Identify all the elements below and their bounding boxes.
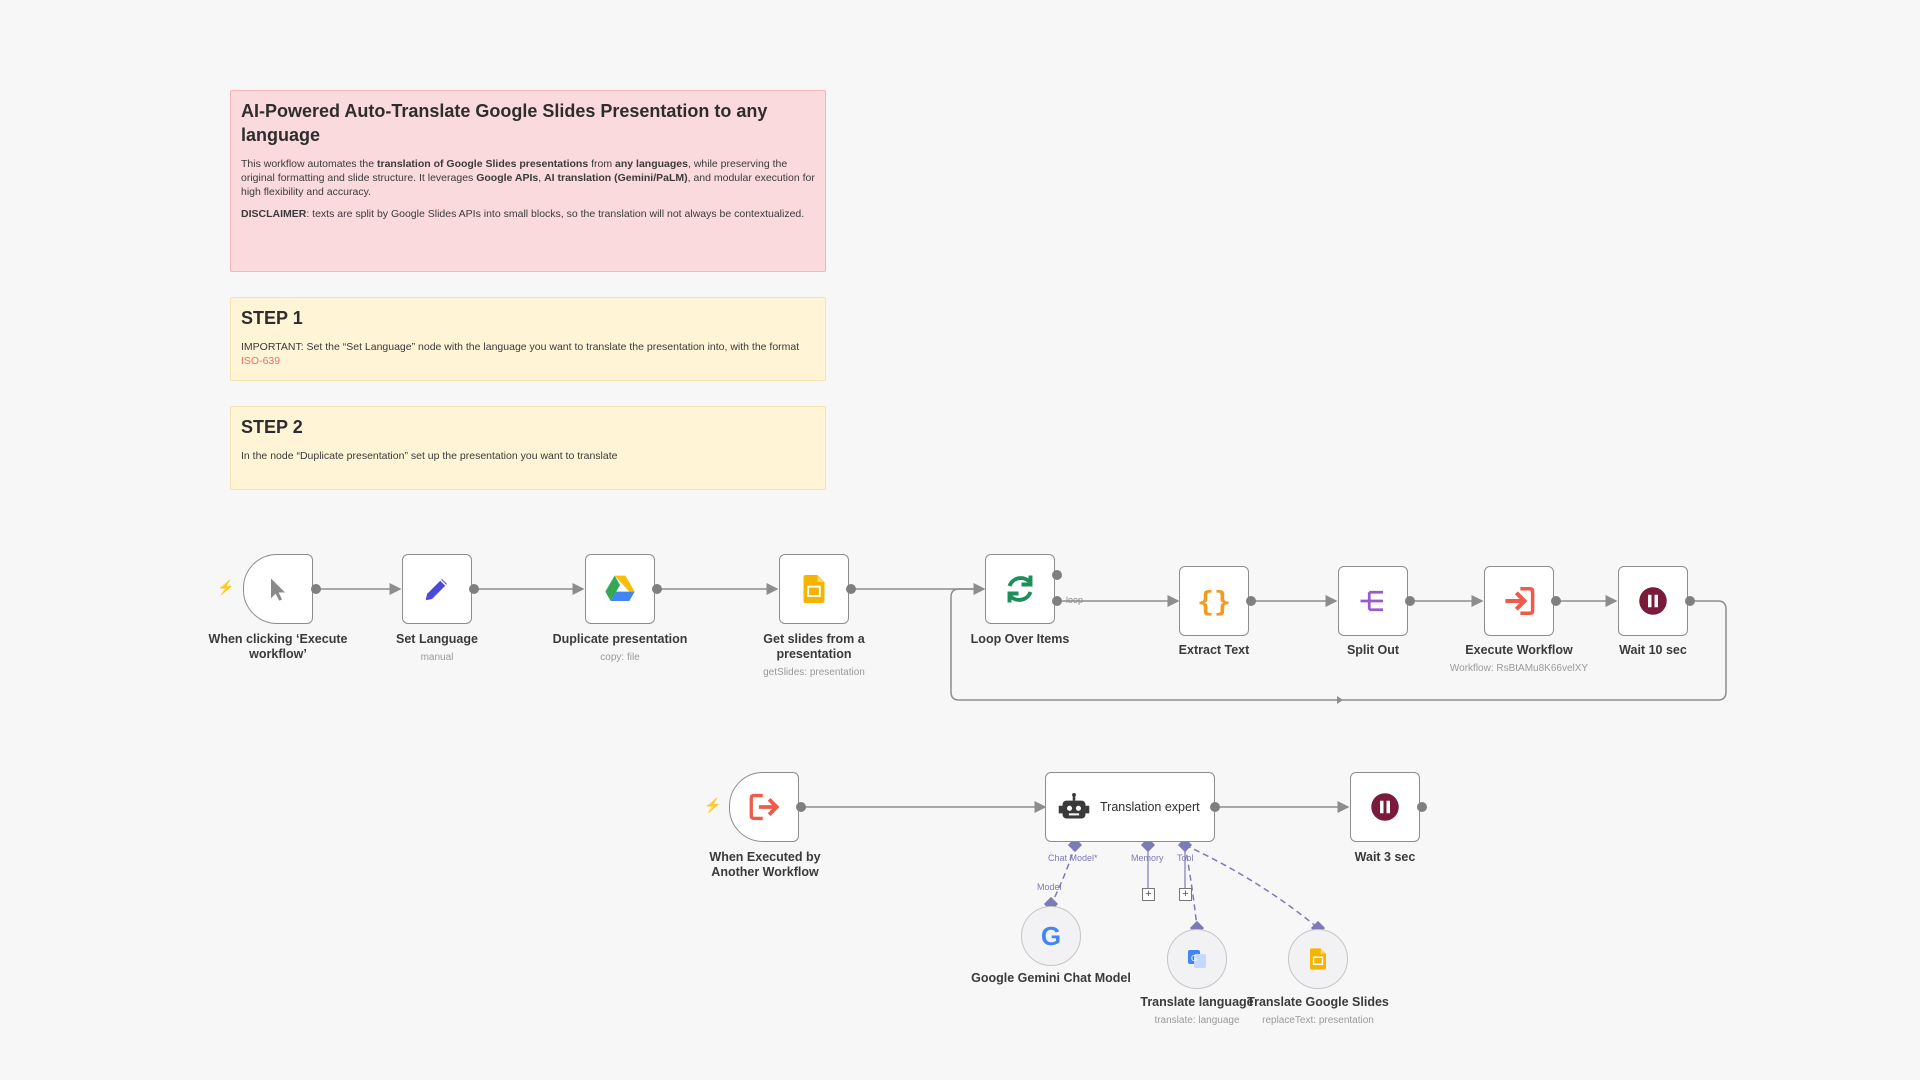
workflow-trigger-icon xyxy=(749,793,780,821)
loop-icon xyxy=(1007,575,1033,603)
node-translation-expert[interactable]: Translation expert xyxy=(1045,772,1215,842)
node-wait-10-sec[interactable] xyxy=(1618,566,1688,636)
google-slides-icon xyxy=(1310,948,1326,970)
node-manual-trigger[interactable] xyxy=(243,554,313,624)
output-port[interactable] xyxy=(1685,596,1695,606)
node-label: Translation expert xyxy=(1100,799,1200,814)
output-port[interactable] xyxy=(469,584,479,594)
ai-edge-tool-translate xyxy=(1184,844,1198,929)
robot-icon xyxy=(1058,793,1090,819)
note-title: STEP 2 xyxy=(241,417,303,437)
sticky-note-step1[interactable]: STEP 1 IMPORTANT: Set the “Set Language”… xyxy=(230,297,826,381)
chat-model-port-label: Chat Model* xyxy=(1048,853,1098,863)
node-label: Loop Over Items xyxy=(970,632,1070,646)
split-icon xyxy=(1360,590,1383,612)
memory-port-label: Memory xyxy=(1131,853,1164,863)
loop-output-port[interactable] xyxy=(1052,596,1062,606)
svg-text:G: G xyxy=(1191,954,1197,963)
trigger-bolt-icon: ⚡ xyxy=(704,797,722,813)
loop-output-label: loop xyxy=(1066,595,1084,605)
node-label: Split Out xyxy=(1346,643,1400,657)
note-paragraph: This workflow automates the translation … xyxy=(241,158,815,198)
pause-icon xyxy=(1639,587,1667,615)
sticky-note-step2[interactable]: STEP 2 In the node “Duplicate presentati… xyxy=(230,406,826,490)
node-get-slides[interactable] xyxy=(779,554,849,624)
node-translate-google-slides[interactable] xyxy=(1288,929,1348,989)
node-split-out[interactable] xyxy=(1338,566,1408,636)
node-label: When Executed by Another Workflow xyxy=(709,850,821,879)
note-paragraph: In the node “Duplicate presentation” set… xyxy=(241,450,618,462)
output-port[interactable] xyxy=(1551,596,1561,606)
output-port[interactable] xyxy=(1246,596,1256,606)
node-label: When clicking ‘Execute workflow’ xyxy=(208,632,348,661)
node-translate-language[interactable]: G xyxy=(1167,929,1227,989)
node-executed-by-workflow-trigger[interactable] xyxy=(729,772,799,842)
node-loop-over-items[interactable] xyxy=(985,554,1055,624)
google-slides-icon xyxy=(803,575,825,603)
pause-icon xyxy=(1371,793,1399,821)
braces-icon: {} xyxy=(1197,584,1231,618)
output-port[interactable] xyxy=(846,584,856,594)
node-extract-text[interactable]: {} xyxy=(1179,566,1249,636)
node-execute-workflow[interactable] xyxy=(1484,566,1554,636)
sticky-note-intro[interactable]: AI-Powered Auto-Translate Google Slides … xyxy=(230,90,826,272)
note-paragraph: IMPORTANT: Set the “Set Language” node w… xyxy=(241,341,800,367)
execute-workflow-icon xyxy=(1505,586,1535,616)
note-title: STEP 1 xyxy=(241,308,303,328)
node-label: Wait 3 sec xyxy=(1354,850,1416,864)
model-port-label: Model xyxy=(1037,882,1062,892)
note-title: AI-Powered Auto-Translate Google Slides … xyxy=(241,101,768,145)
add-tool-button[interactable]: + xyxy=(1179,888,1192,901)
cursor-icon xyxy=(271,578,285,601)
tool-port-label: Tool xyxy=(1177,853,1194,863)
google-g-icon: G xyxy=(1040,920,1062,951)
note-disclaimer: DISCLAIMER: texts are split by Google Sl… xyxy=(241,208,805,220)
trigger-bolt-icon: ⚡ xyxy=(217,579,235,595)
google-translate-icon: G xyxy=(1188,950,1206,968)
iso-639-link[interactable]: ISO-639 xyxy=(241,355,281,367)
output-port[interactable] xyxy=(796,802,806,812)
node-set-language[interactable] xyxy=(402,554,472,624)
node-label: Google Gemini Chat Model xyxy=(971,971,1131,985)
google-drive-icon xyxy=(605,575,635,601)
node-duplicate-presentation[interactable] xyxy=(585,554,655,624)
output-port[interactable] xyxy=(652,584,662,594)
output-port[interactable] xyxy=(1405,596,1415,606)
output-port[interactable] xyxy=(1210,802,1220,812)
output-port[interactable] xyxy=(1417,802,1427,812)
node-label: Extract Text xyxy=(1178,643,1250,657)
node-label: Wait 10 sec xyxy=(1619,643,1687,657)
ai-edge-tool-slides xyxy=(1184,844,1319,929)
pencil-icon xyxy=(425,579,447,601)
done-output-port[interactable] xyxy=(1052,570,1062,580)
node-google-gemini-chat-model[interactable]: G xyxy=(1021,906,1081,966)
add-memory-button[interactable]: + xyxy=(1142,888,1155,901)
node-wait-3-sec[interactable] xyxy=(1350,772,1420,842)
output-port[interactable] xyxy=(311,584,321,594)
